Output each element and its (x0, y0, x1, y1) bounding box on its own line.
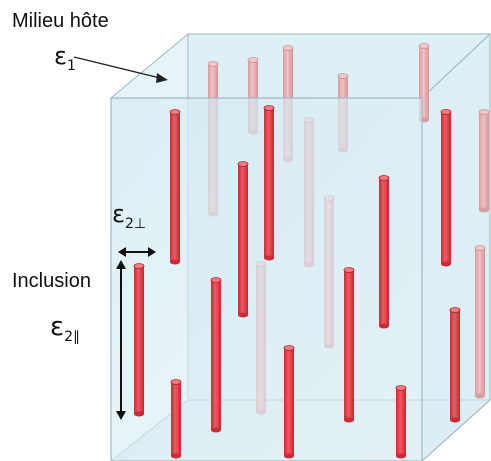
par-arrowhead-bottom (116, 411, 126, 420)
inclusion-rod (169, 109, 181, 265)
eps2-perp-label: ε2⊥ (112, 202, 146, 231)
inclusion-rod (210, 277, 222, 433)
inclusion-rod (283, 345, 295, 459)
eps1-subscript: 1 (66, 57, 76, 74)
eps1-symbol: ε (54, 42, 67, 70)
host-pointer-arrow (73, 56, 161, 79)
inclusion-rod-back (478, 109, 490, 213)
eps2-par-symbol: ε (50, 312, 65, 342)
perp-arrowhead-left (118, 247, 126, 257)
par-arrowhead-top (116, 260, 126, 269)
eps2-perp-subscript: 2⊥ (124, 215, 147, 232)
inclusion-rod (378, 175, 390, 329)
host-pointer-arrowhead (156, 73, 168, 83)
inclusion-rod (170, 379, 182, 459)
eps2-perp-symbol: ε (112, 200, 125, 228)
front-inclusions (133, 105, 461, 459)
inclusion-rod (133, 263, 145, 417)
host-medium-label: Milieu hôte (12, 10, 109, 32)
eps1-label: ε1 (54, 44, 76, 73)
eps2-par-label: ε2∥ (50, 314, 80, 344)
annotation-arrows (73, 56, 168, 420)
inclusion-rod (440, 109, 452, 267)
inclusion-rod (395, 385, 407, 459)
eps2-par-subscript: 2∥ (64, 329, 80, 346)
inclusion-rod-back (474, 245, 486, 399)
inclusion-rod (449, 307, 461, 423)
inclusion-label: Inclusion (12, 270, 91, 292)
inclusion-rod (343, 267, 355, 423)
perp-arrowhead-right (148, 247, 156, 257)
inclusion-rod (263, 105, 275, 261)
inclusion-rod (237, 161, 249, 318)
